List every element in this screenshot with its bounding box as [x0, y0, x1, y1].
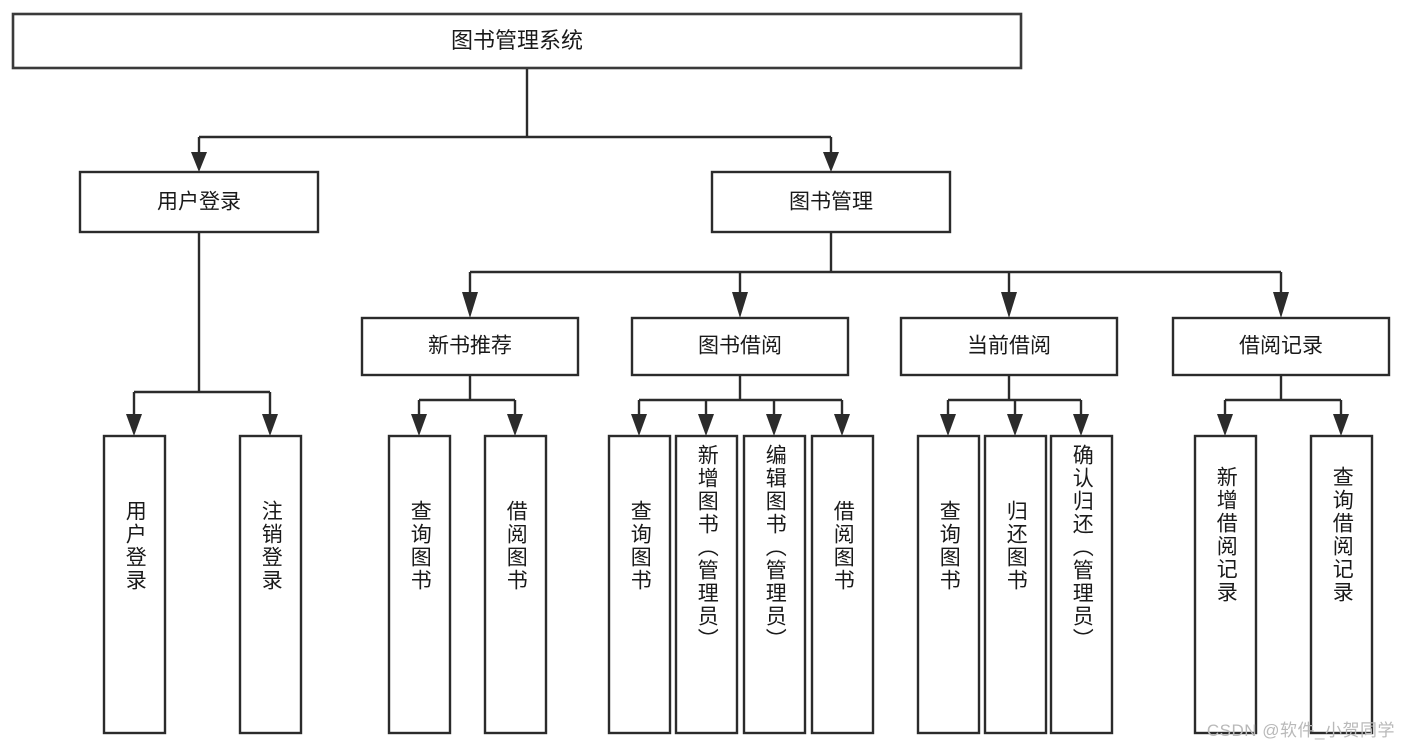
- connector-group-book-management: [462, 232, 1289, 318]
- arrow-head-leaf-cb-0: [940, 414, 956, 436]
- watermark-text: CSDN @软件_小贺同学: [1206, 721, 1395, 740]
- node-book-borrow-box[interactable]: [630, 316, 850, 377]
- node-root-label: 图书管理系统: [451, 28, 583, 53]
- leaf-box-current-borrow-0[interactable]: [916, 434, 981, 735]
- node-book-borrow-label: 图书借阅: [698, 335, 782, 358]
- arrow-head-book-management: [823, 152, 839, 172]
- node-user-login-label: 用户登录: [157, 191, 241, 214]
- connector-group-borrow-record: [1217, 375, 1349, 436]
- node-user-login-box[interactable]: [78, 170, 320, 234]
- arrow-head-new-book: [462, 292, 478, 318]
- leaf-box-book-borrow-0[interactable]: [607, 434, 672, 735]
- arrow-head-leaf-ul-1: [262, 414, 278, 436]
- connector-group-book-borrow: [631, 375, 850, 436]
- node-borrow-record-box[interactable]: [1171, 316, 1391, 377]
- leaf-box-book-borrow-3[interactable]: [810, 434, 875, 735]
- connector-group-user-login: [126, 232, 278, 436]
- leaf-box-book-borrow-1[interactable]: [674, 434, 739, 735]
- connector-group-root: [191, 68, 839, 172]
- arrow-head-leaf-cb-1: [1007, 414, 1023, 436]
- leaf-box-current-borrow-2[interactable]: [1049, 434, 1114, 735]
- node-book-management-label: 图书管理: [789, 191, 873, 214]
- leaf-box-borrow-record-0[interactable]: [1193, 434, 1258, 735]
- leaf-box-new-book-0[interactable]: [387, 434, 452, 735]
- arrow-head-leaf-nb-1: [507, 414, 523, 436]
- leaf-box-user-login-0[interactable]: [102, 434, 167, 735]
- arrow-head-user-login: [191, 152, 207, 172]
- connector-group-current-borrow: [940, 375, 1089, 436]
- arrow-head-leaf-bb-0: [631, 414, 647, 436]
- node-new-book-recommend-label: 新书推荐: [428, 335, 512, 358]
- arrow-head-leaf-br-1: [1333, 414, 1349, 436]
- arrow-head-leaf-nb-0: [411, 414, 427, 436]
- arrow-head-leaf-bb-3: [834, 414, 850, 436]
- arrow-head-book-borrow: [732, 292, 748, 318]
- node-borrow-record-label: 借阅记录: [1239, 335, 1323, 358]
- arrow-head-leaf-cb-2: [1073, 414, 1089, 436]
- node-new-book-recommend-box[interactable]: [360, 316, 580, 377]
- leaf-box-new-book-1[interactable]: [483, 434, 548, 735]
- arrow-head-current-borrow: [1001, 292, 1017, 318]
- leaf-box-book-borrow-2[interactable]: [742, 434, 807, 735]
- node-root-box[interactable]: [11, 12, 1023, 70]
- connector-group-new-book: [411, 375, 523, 436]
- arrow-head-leaf-bb-1: [698, 414, 714, 436]
- arrow-head-leaf-bb-2: [766, 414, 782, 436]
- arrow-head-leaf-br-0: [1217, 414, 1233, 436]
- leaf-box-borrow-record-1[interactable]: [1309, 434, 1374, 735]
- leaf-box-user-login-1[interactable]: [238, 434, 303, 735]
- arrow-head-leaf-ul-0: [126, 414, 142, 436]
- node-current-borrow-label: 当前借阅: [967, 335, 1051, 358]
- arrow-head-borrow-record: [1273, 292, 1289, 318]
- node-book-management-box[interactable]: [710, 170, 952, 234]
- node-current-borrow-box[interactable]: [899, 316, 1119, 377]
- leaf-box-current-borrow-1[interactable]: [983, 434, 1048, 735]
